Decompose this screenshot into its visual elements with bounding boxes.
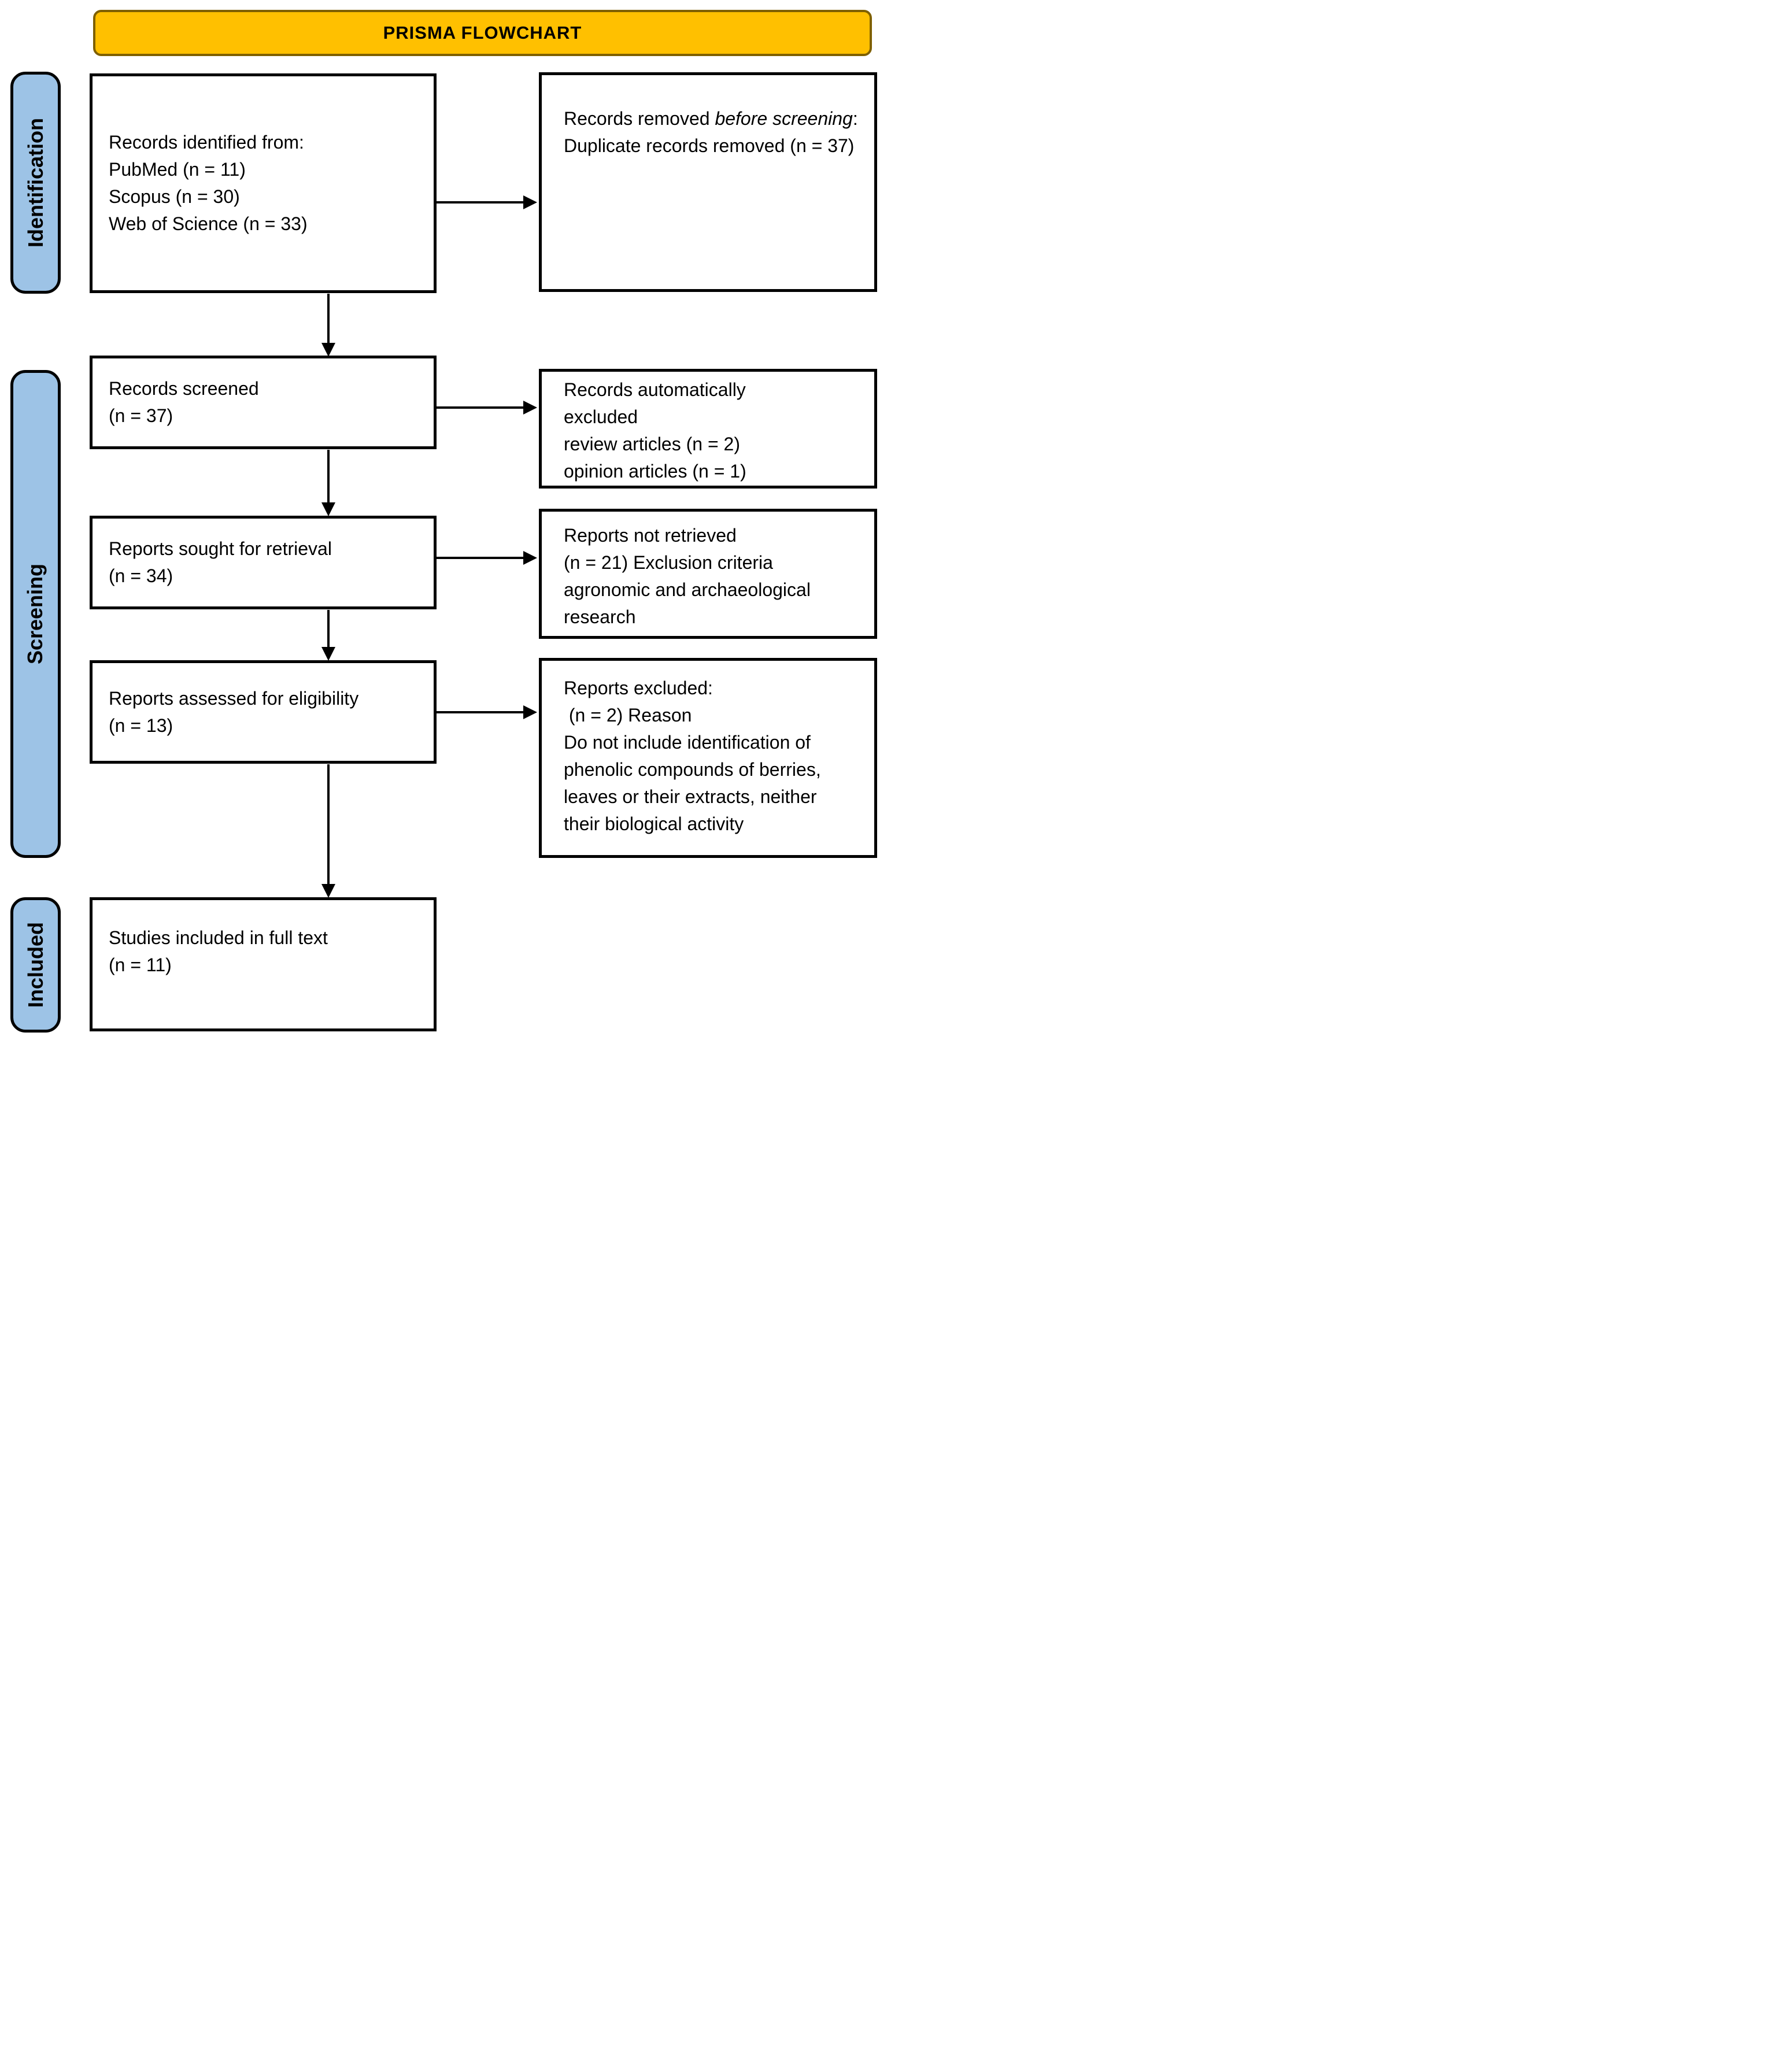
arrow-line [437,201,524,204]
reports-assessed-line: (n = 13) [109,715,173,736]
arrow-line [437,711,524,713]
box-records-auto-excluded: Records automatically excluded review ar… [539,369,877,489]
records-identified-line: Records identified from: [109,132,304,153]
records-identified-line: PubMed (n = 11) [109,159,246,180]
stage-identification-label: Identification [23,118,47,247]
reports-excluded-line: (n = 2) Reason [564,705,692,726]
records-removed-text: Records removed before screening: [564,105,862,132]
box-records-identified: Records identified from: PubMed (n = 11)… [90,73,437,293]
stage-screening: Screening [10,370,61,858]
reports-excluded-line: leaves or their extracts, neither [564,786,817,807]
studies-included-line: (n = 11) [109,954,172,975]
box-reports-not-retrieved: Reports not retrieved (n = 21) Exclusion… [539,509,877,639]
records-screened-line: (n = 37) [109,405,173,426]
reports-assessed-line: Reports assessed for eligibility [109,687,359,709]
records-auto-excluded-line: excluded [564,406,638,427]
arrow-line [327,450,330,504]
reports-not-retrieved-line: agronomic and archaeological [564,579,811,600]
stage-identification: Identification [10,72,61,294]
arrowhead-right-icon [523,705,537,719]
reports-not-retrieved-line: (n = 21) Exclusion criteria [564,552,773,573]
records-removed-italic: before screening [715,108,853,129]
studies-included-line: Studies included in full text [109,927,328,948]
prisma-flowchart: PRISMA FLOWCHART Identification Screenin… [0,0,891,1036]
records-identified-line: Web of Science (n = 33) [109,213,308,234]
records-auto-excluded-line: review articles (n = 2) [564,434,740,454]
title-banner: PRISMA FLOWCHART [93,10,872,56]
box-records-removed: Records removed before screening: Duplic… [539,72,877,292]
box-reports-sought: Reports sought for retrieval (n = 34) [90,516,437,609]
arrow-line [437,406,524,409]
records-screened-line: Records screened [109,378,259,399]
reports-sought-line: Reports sought for retrieval [109,538,332,559]
reports-excluded-line: Reports excluded: [564,678,713,698]
records-auto-excluded-line: opinion articles (n = 1) [564,461,746,482]
arrowhead-right-icon [523,195,537,209]
box-reports-assessed: Reports assessed for eligibility (n = 13… [90,660,437,764]
arrowhead-down-icon [321,884,335,898]
arrowhead-down-icon [321,647,335,661]
records-removed-prefix: Records removed [564,108,715,129]
arrow-line [327,294,330,345]
reports-not-retrieved-line: research [564,606,636,627]
reports-sought-line: (n = 34) [109,565,173,586]
reports-excluded-line: Do not include identification of [564,732,811,753]
arrowhead-down-icon [321,343,335,357]
stage-included: Included [10,897,61,1033]
box-studies-included: Studies included in full text (n = 11) [90,897,437,1031]
arrowhead-down-icon [321,502,335,516]
stage-screening-label: Screening [23,563,47,665]
reports-excluded-line: phenolic compounds of berries, [564,759,821,780]
records-identified-line: Scopus (n = 30) [109,186,240,207]
records-removed-suffix: : [852,108,858,129]
arrow-line [327,764,330,886]
records-auto-excluded-line: Records automatically [564,379,746,400]
reports-not-retrieved-line: Reports not retrieved [564,525,737,546]
stage-included-label: Included [23,922,47,1008]
arrowhead-right-icon [523,551,537,565]
box-reports-excluded: Reports excluded: (n = 2) Reason Do not … [539,658,877,858]
box-records-screened: Records screened (n = 37) [90,356,437,449]
reports-excluded-line: their biological activity [564,813,744,834]
arrow-line [327,610,330,648]
arrowhead-right-icon [523,401,537,415]
page-title: PRISMA FLOWCHART [383,23,582,43]
records-removed-line2: Duplicate records removed (n = 37) [564,135,855,156]
arrow-line [437,557,524,559]
